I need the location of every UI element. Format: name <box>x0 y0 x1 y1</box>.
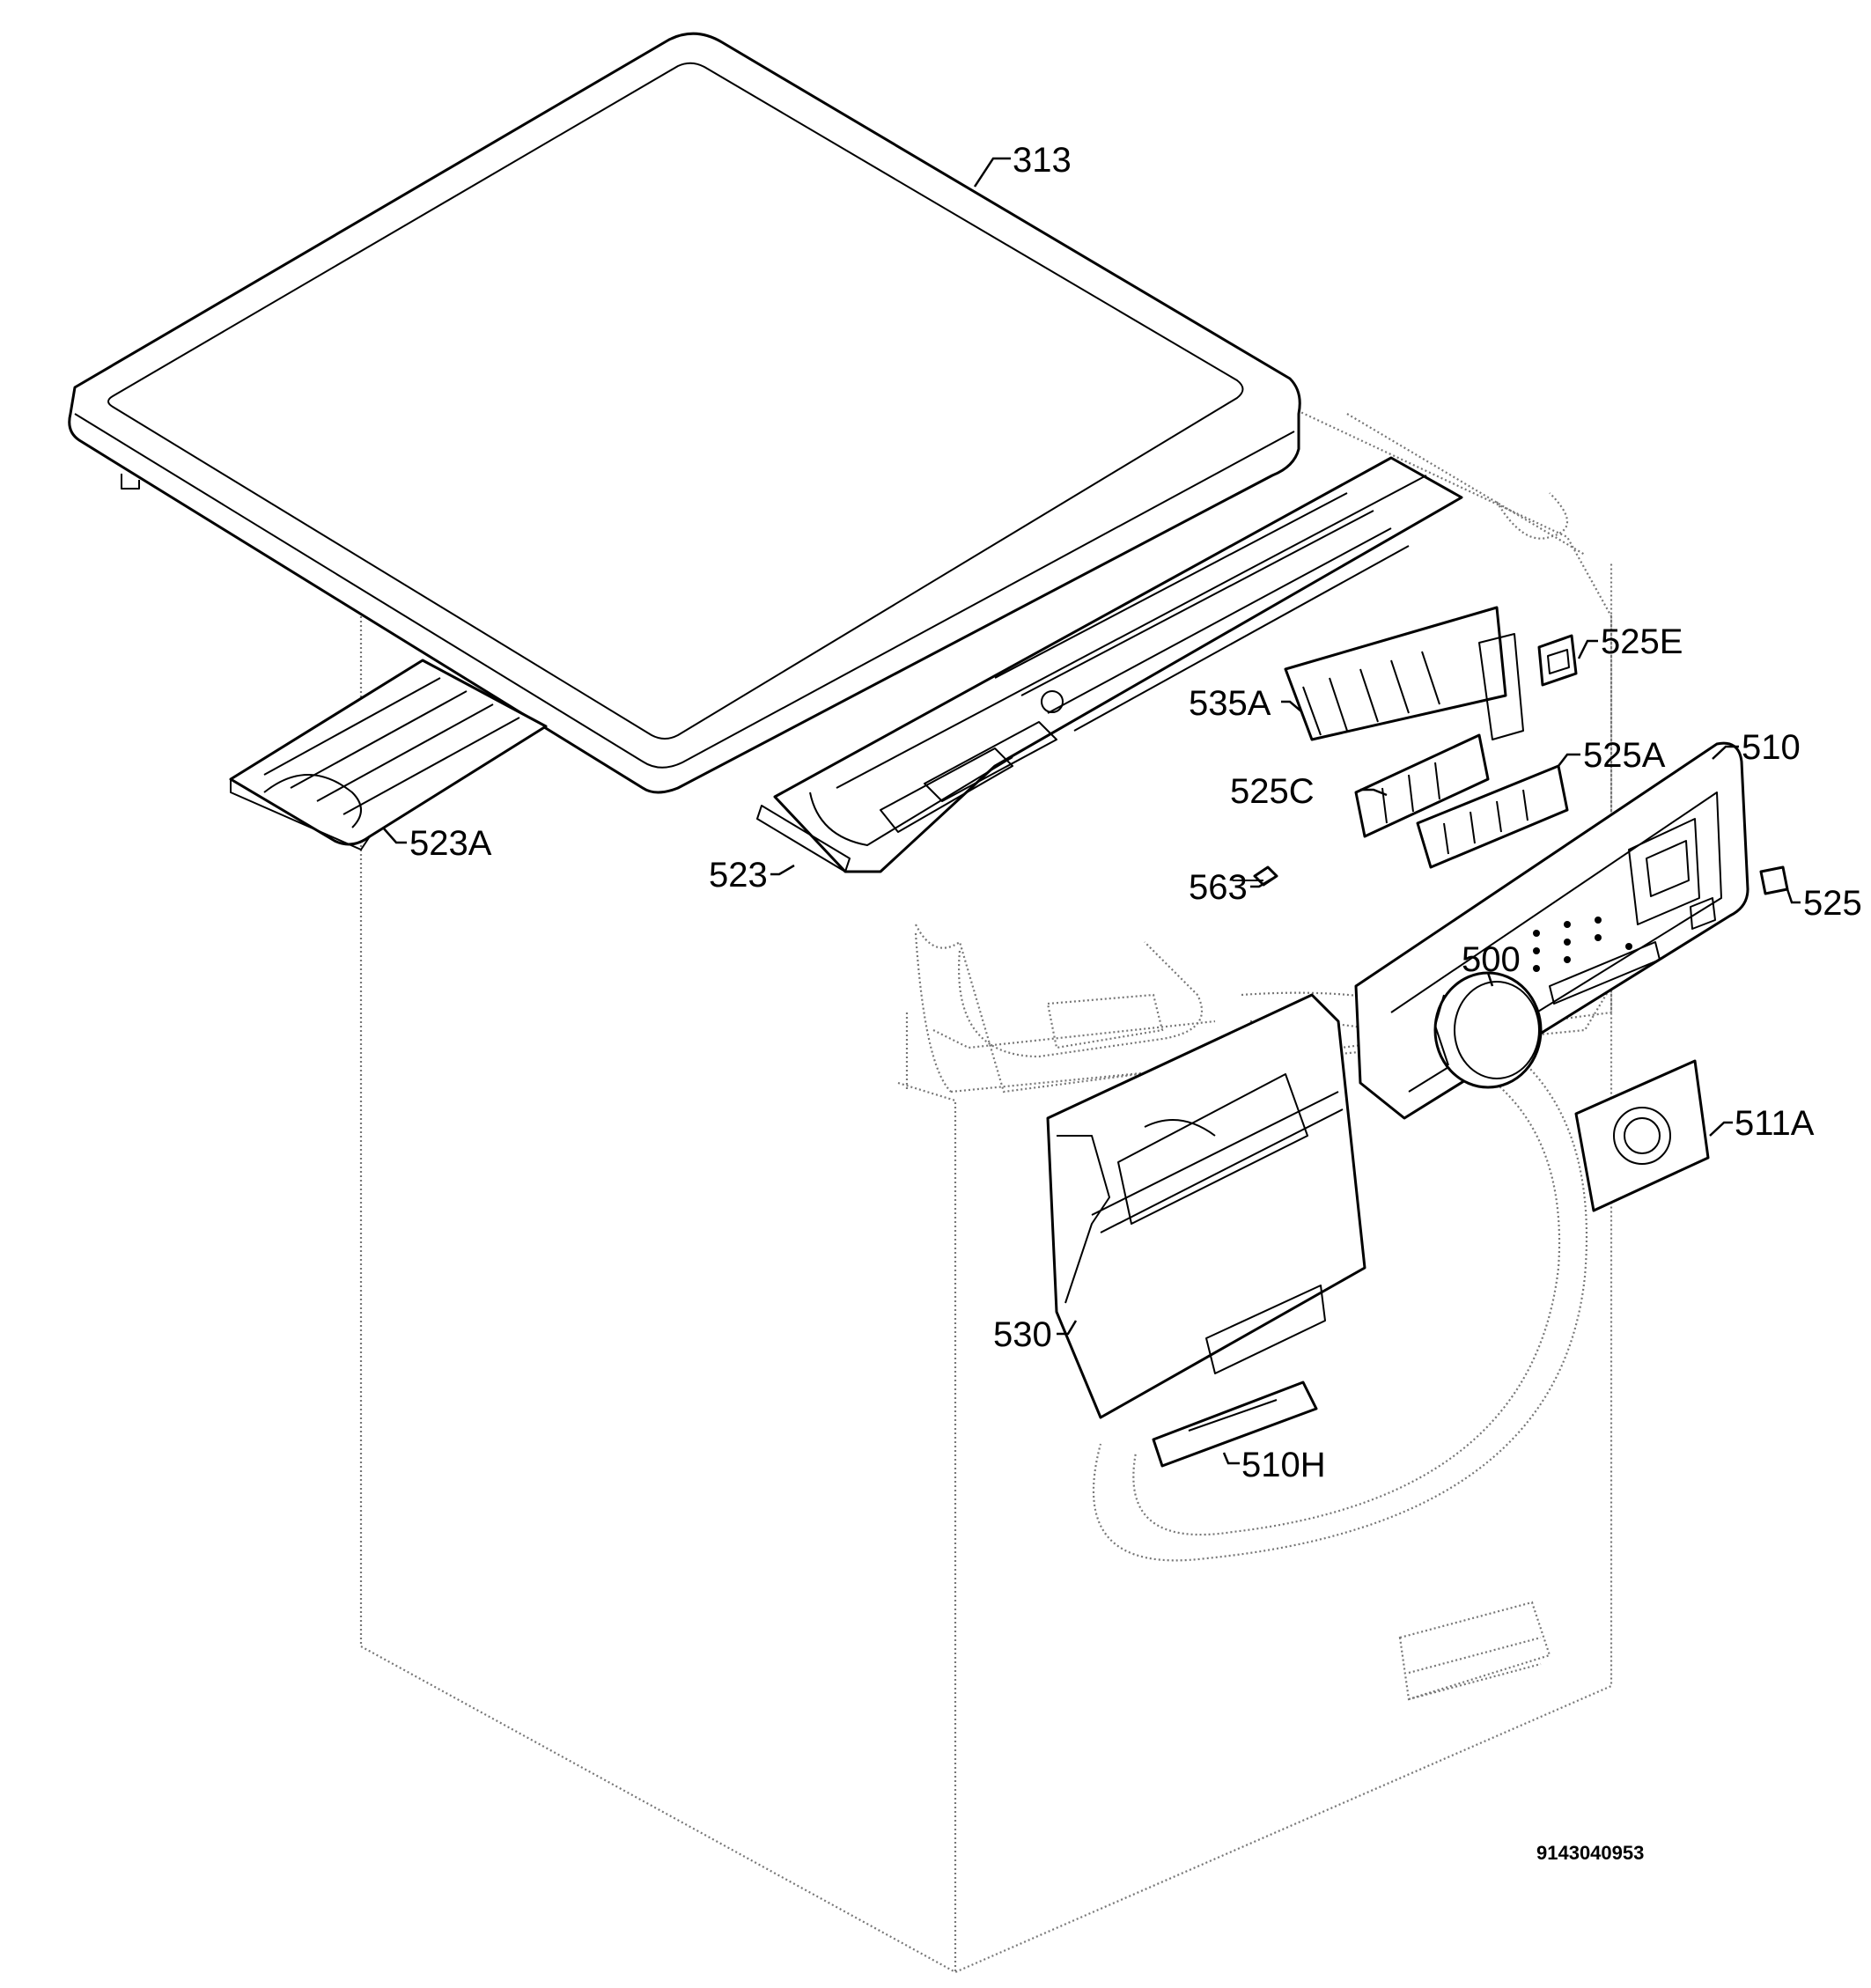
brand-badge <box>1152 1381 1318 1468</box>
label-525: 525 <box>1803 884 1862 923</box>
button-strip <box>1416 764 1569 869</box>
label-510: 510 <box>1742 728 1801 767</box>
detergent-drawer <box>1046 993 1366 1419</box>
label-510H: 510H <box>1241 1446 1326 1484</box>
small-button-part <box>1537 634 1578 687</box>
switch-block <box>1354 733 1490 838</box>
label-530: 530 <box>993 1315 1052 1354</box>
worktop-lid <box>68 32 1301 794</box>
label-523A: 523A <box>409 824 492 863</box>
label-525C: 525C <box>1230 772 1315 811</box>
leader-lines <box>382 157 1801 1465</box>
label-563: 563 <box>1189 868 1248 907</box>
small-clip <box>1759 865 1789 895</box>
top-frame-bracket <box>756 456 1463 873</box>
label-535A: 535A <box>1189 684 1271 723</box>
small-pin <box>1233 865 1278 887</box>
label-523: 523 <box>709 856 768 895</box>
label-313: 313 <box>1013 141 1072 180</box>
part-labels: 313 525E 535A 510 525A 525C 523A 523 563… <box>409 141 1862 1864</box>
label-525E: 525E <box>1601 622 1683 661</box>
rear-bracket <box>229 659 548 850</box>
document-number: 9143040953 <box>1536 1842 1644 1864</box>
label-525A: 525A <box>1583 736 1666 775</box>
label-511A: 511A <box>1735 1104 1815 1143</box>
label-500: 500 <box>1462 940 1521 979</box>
panel-decal <box>1574 1059 1710 1212</box>
electronic-board <box>1284 606 1524 741</box>
program-knob <box>1433 971 1543 1089</box>
